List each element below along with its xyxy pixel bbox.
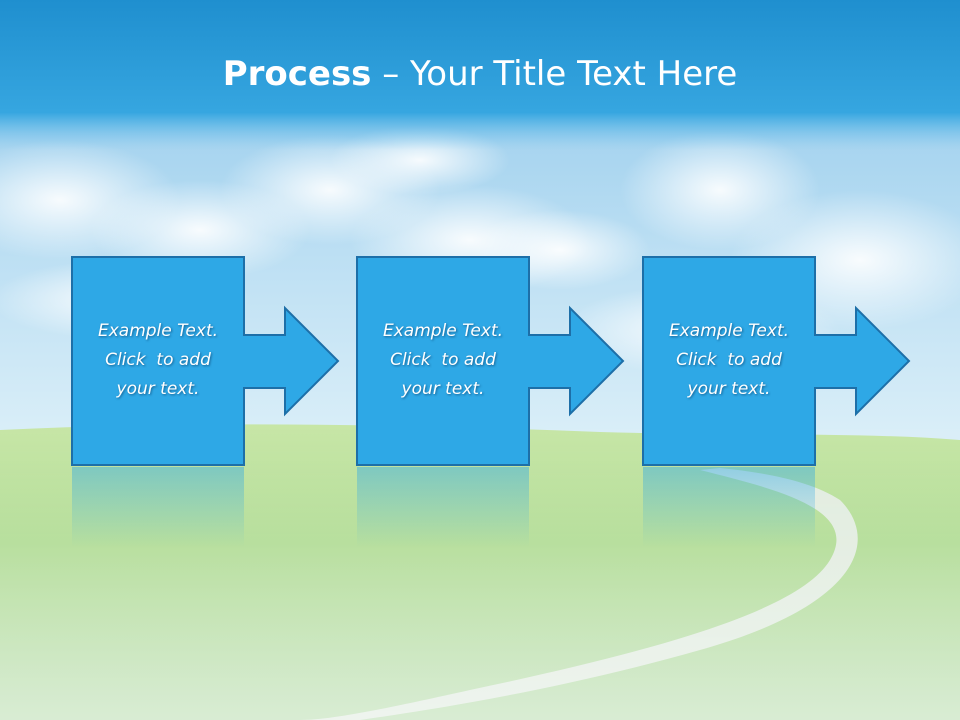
step-3-line-1: Example Text. — [668, 320, 790, 341]
process-step-2-text[interactable]: Example Text. Click to add your text. — [357, 257, 529, 463]
process-step-3-shape[interactable] — [642, 256, 911, 466]
step-1-line-3: your text. — [116, 378, 200, 399]
slide-title[interactable]: Process – Your Title Text Here — [223, 54, 738, 94]
title-rest: – Your Title Text Here — [371, 54, 738, 94]
step-2-line-3: your text. — [401, 378, 485, 399]
process-step-1-shape[interactable] — [71, 256, 340, 466]
process-step-2-shape[interactable] — [356, 256, 625, 466]
clouds — [0, 125, 960, 375]
step-1-line-2: Click to add — [105, 349, 211, 370]
title-bar: Process – Your Title Text Here — [0, 0, 960, 150]
step-1-line-1: Example Text. — [97, 320, 219, 341]
step-2-line-2: Click to add — [390, 349, 496, 370]
title-bold: Process — [222, 54, 372, 94]
process-step-3-text[interactable]: Example Text. Click to add your text. — [643, 257, 815, 463]
reflections — [72, 467, 815, 547]
step-3-line-2: Click to add — [676, 349, 782, 370]
step-2-line-1: Example Text. — [382, 320, 504, 341]
process-step-1-text[interactable]: Example Text. Click to add your text. — [72, 257, 244, 463]
step-3-line-3: your text. — [687, 378, 771, 399]
title-bar-band — [0, 0, 960, 150]
